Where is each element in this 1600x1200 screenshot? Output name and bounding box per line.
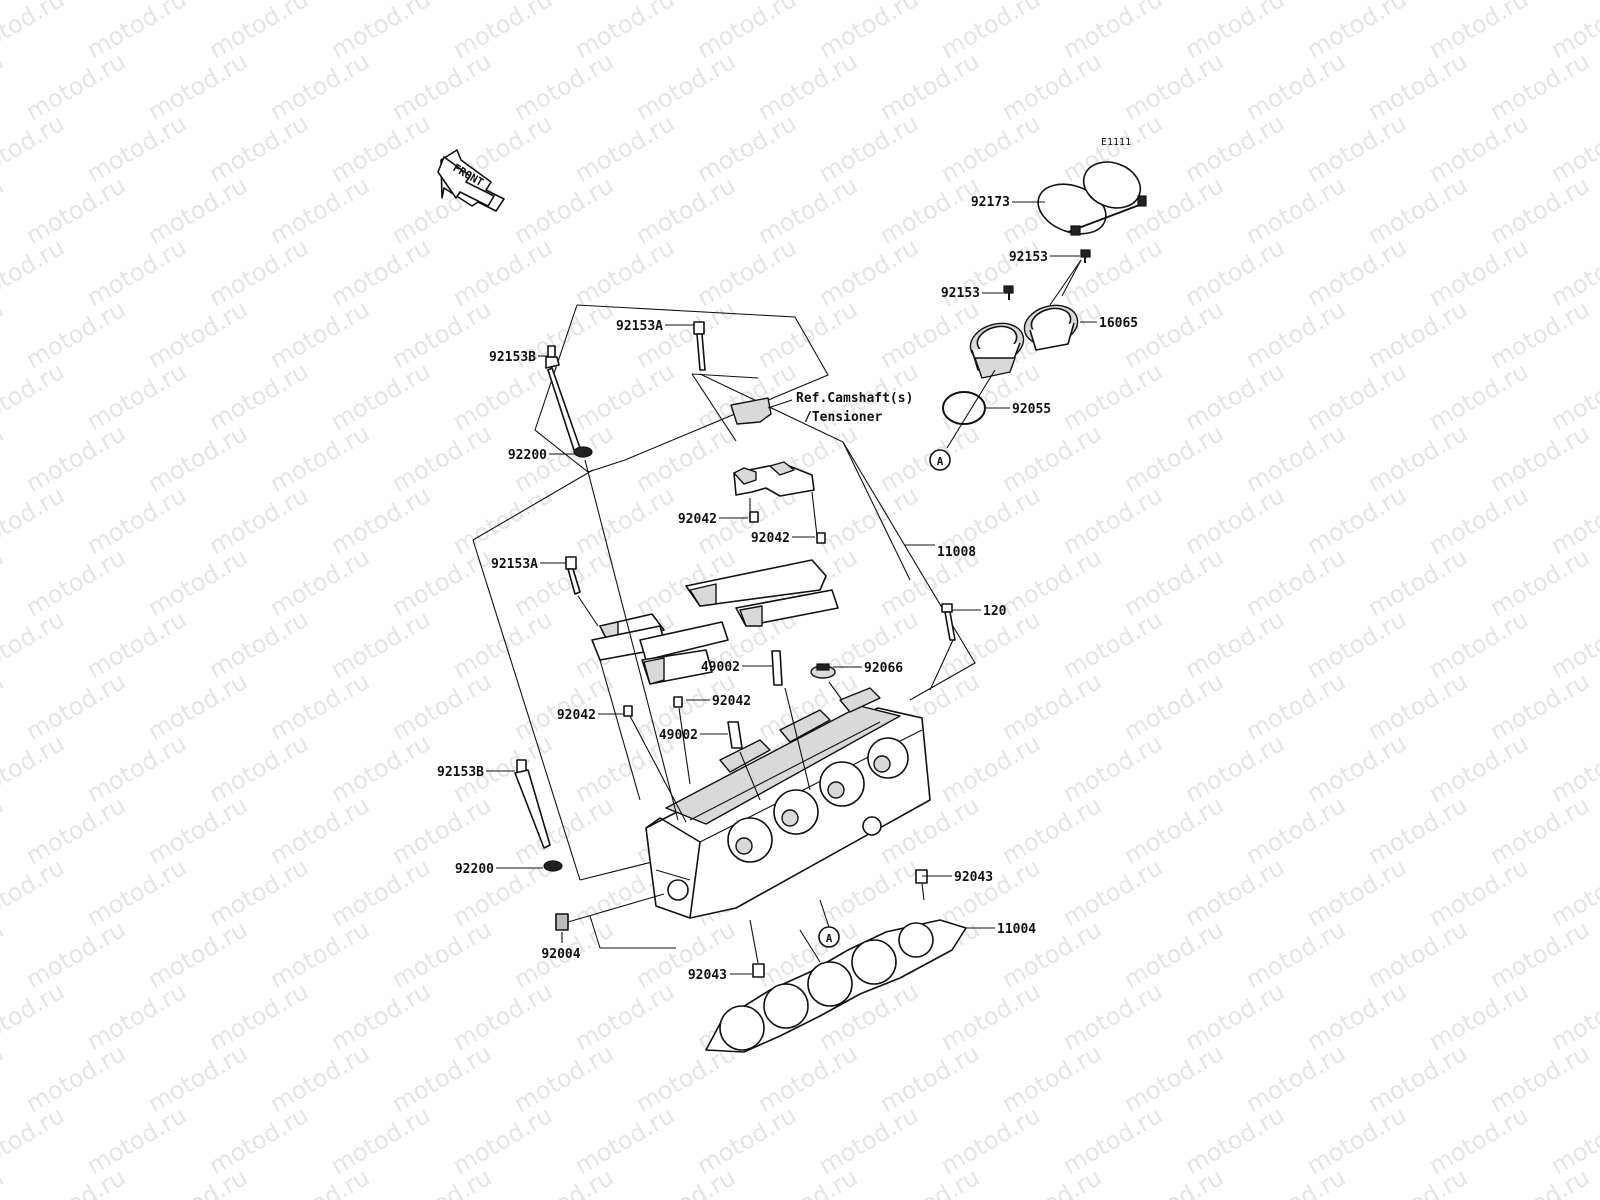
bolt-92153-top	[1080, 249, 1091, 263]
label-92066: 92066	[864, 661, 903, 676]
label-92200-top: 92200	[508, 448, 547, 463]
label-11004: 11004	[997, 922, 1036, 937]
dowel-92043-bot	[752, 963, 765, 978]
bolt-92153-mid	[1003, 285, 1014, 300]
clamp-92173	[1037, 161, 1147, 236]
box-main-head	[472, 469, 594, 541]
figure-code: E1111	[1101, 137, 1131, 148]
plug-92066	[810, 663, 836, 679]
stud-92004	[555, 913, 569, 931]
ref-note-line2: /Tensioner	[804, 410, 882, 425]
label-49002-b: 49002	[659, 728, 698, 743]
svg-text:A: A	[937, 455, 944, 468]
label-92042-c: 92042	[712, 694, 751, 709]
label-92043-right: 92043	[954, 870, 993, 885]
box-top-camcap	[534, 304, 829, 473]
front-arrow-icon: FRONT	[437, 149, 505, 212]
label-92055: 92055	[1012, 402, 1051, 417]
label-92153b-top: 92153B	[489, 350, 536, 365]
tensioner-bracket	[730, 397, 772, 425]
bolt-92153b-bot	[514, 759, 551, 849]
bolt-92153b-top	[545, 345, 581, 451]
label-92200-bot: 92200	[455, 862, 494, 877]
label-92153b-bot: 92153B	[437, 765, 484, 780]
bolt-120	[941, 603, 956, 641]
label-11008: 11008	[937, 545, 976, 560]
label-49002-a: 49002	[701, 660, 740, 675]
bolt-92153a-mid	[565, 556, 581, 595]
cylinder-head-11008	[645, 687, 931, 919]
label-92153a-mid: 92153A	[491, 557, 538, 572]
label-92153a-top: 92153A	[616, 319, 663, 334]
cam-caps-middle	[591, 559, 839, 685]
dowel-92042-c	[623, 705, 633, 717]
o-ring-92055	[942, 391, 986, 425]
washer-92200-top	[573, 446, 593, 458]
cam-cap-top	[733, 461, 815, 497]
throttle-holder-16065	[969, 304, 1079, 379]
label-92042-a: 92042	[678, 512, 717, 527]
label-92153-mid: 92153	[941, 286, 980, 301]
label-92043-bot: 92043	[688, 968, 727, 983]
tube-49002-a	[771, 650, 783, 686]
dowel-92042-b	[816, 532, 826, 544]
ref-marker-a-top	[929, 449, 951, 471]
bolt-92153a-top	[693, 321, 706, 371]
label-92173: 92173	[971, 195, 1010, 210]
head-gasket-11004	[705, 919, 967, 1053]
dowel-92042-a	[749, 511, 759, 523]
label-92153-top: 92153	[1009, 250, 1048, 265]
label-120: 120	[983, 604, 1007, 619]
label-92004: 92004	[541, 947, 580, 962]
ref-note-line1: Ref.Camshaft(s)	[796, 391, 913, 406]
dowel-92042-d	[673, 696, 683, 708]
washer-92200-bot	[543, 860, 563, 872]
label-92042-b: 92042	[751, 531, 790, 546]
label-16065: 16065	[1099, 316, 1138, 331]
label-92042-d: 92042	[557, 708, 596, 723]
svg-text:A: A	[826, 932, 833, 945]
tube-49002-b	[727, 721, 743, 749]
